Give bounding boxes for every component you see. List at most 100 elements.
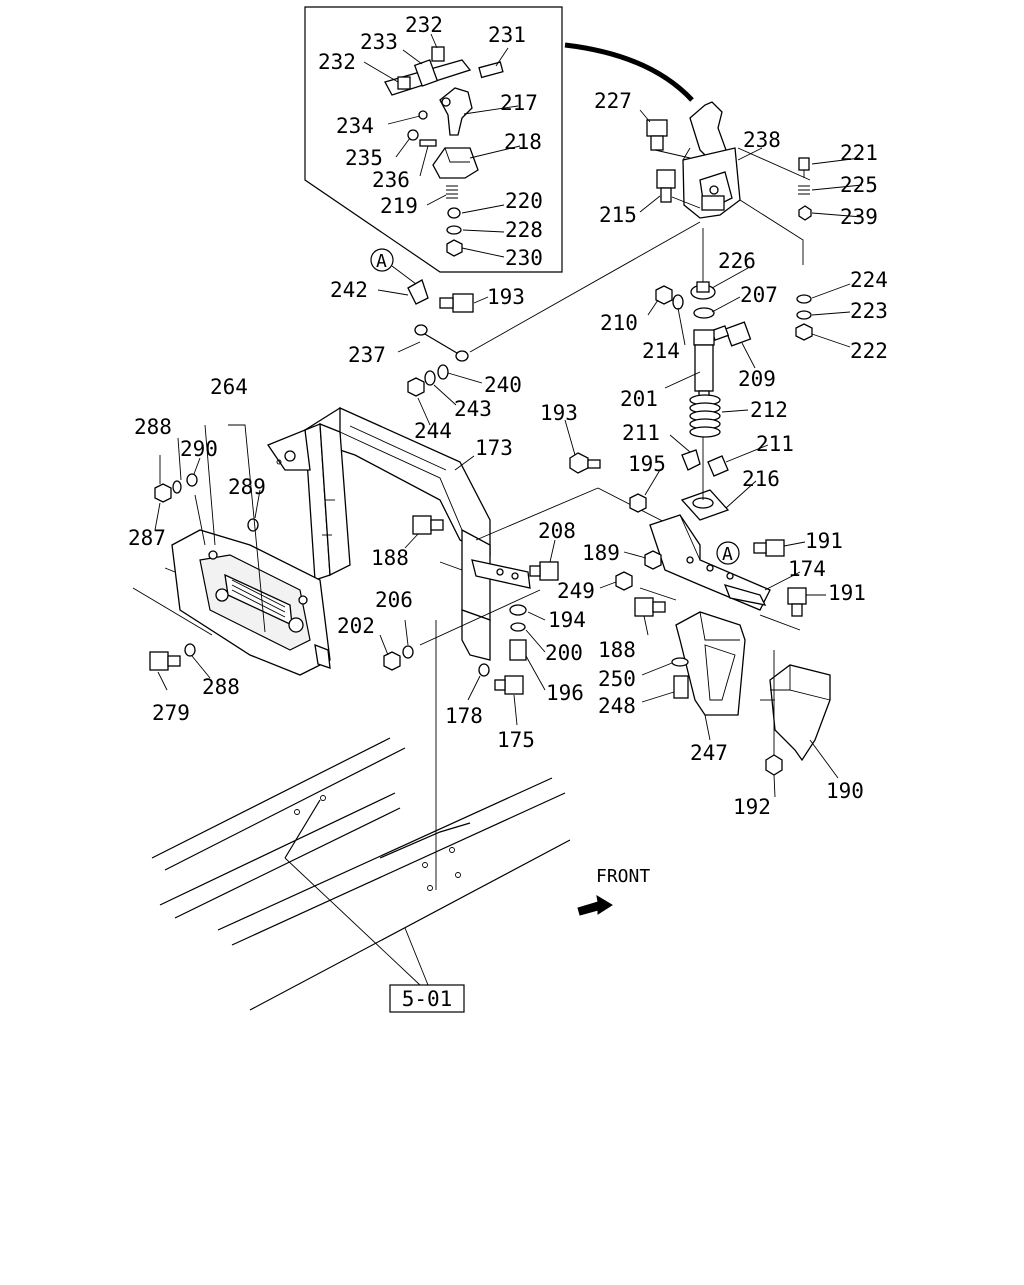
clip-242 — [407, 279, 429, 305]
label-201: 201 — [620, 387, 658, 411]
spring-219 — [446, 185, 458, 199]
label-194: 194 — [548, 608, 586, 632]
part-239 — [798, 205, 812, 221]
bracket-174 — [649, 514, 771, 611]
bushing-232a — [397, 76, 411, 90]
inset-link-arrow — [564, 42, 694, 102]
washer-220 — [447, 207, 461, 219]
label-289: 289 — [228, 475, 266, 499]
spring-225 — [798, 185, 810, 195]
label-209: 209 — [738, 367, 776, 391]
center-parts — [383, 452, 647, 890]
label-228: 228 — [505, 218, 543, 242]
label-242: 242 — [330, 278, 368, 302]
washer-235 — [407, 129, 419, 141]
label-239: 239 — [840, 205, 878, 229]
nut-230 — [446, 239, 463, 257]
label-227: 227 — [594, 89, 632, 113]
label-219: 219 — [380, 194, 418, 218]
label-232a: 232 — [405, 13, 443, 37]
nut-202 — [383, 651, 401, 671]
bolt-191a — [765, 539, 785, 557]
bushing-233 — [413, 59, 439, 87]
lever-217 — [439, 87, 473, 136]
bolt-175 — [504, 675, 524, 695]
plate-264 — [132, 529, 331, 676]
frame-173 — [267, 406, 681, 661]
label-214: 214 — [642, 339, 680, 363]
label-233: 233 — [360, 30, 398, 54]
label-195: 195 — [628, 452, 666, 476]
label-178: 178 — [445, 704, 483, 728]
link-rod-parts — [370, 221, 701, 397]
washer-207 — [693, 307, 715, 319]
inset-detail-box — [304, 6, 694, 273]
rod-237 — [417, 329, 463, 357]
label-290: 290 — [180, 437, 218, 461]
bolt-248 — [673, 675, 689, 699]
label-211b: 211 — [756, 432, 794, 456]
label-207: 207 — [740, 283, 778, 307]
washer-288a — [172, 480, 182, 494]
label-288b: 288 — [202, 675, 240, 699]
lower-bracket-assembly — [615, 514, 831, 776]
label-222: 222 — [850, 339, 888, 363]
label-202: 202 — [337, 614, 375, 638]
label-193b: 193 — [540, 401, 578, 425]
label-243: 243 — [454, 397, 492, 421]
callout-a-bottom — [716, 541, 740, 565]
label-237: 237 — [348, 343, 386, 367]
label-221: 221 — [840, 141, 878, 165]
callout-a-top — [370, 248, 394, 272]
left-small-parts — [149, 424, 266, 691]
washer-178 — [478, 663, 490, 677]
clip-211a — [681, 449, 701, 471]
label-226: 226 — [718, 249, 756, 273]
label-235: 235 — [345, 146, 383, 170]
label-248: 248 — [598, 694, 636, 718]
latch-lever — [689, 101, 727, 163]
bolt-191b — [787, 587, 807, 605]
label-211a: 211 — [622, 421, 660, 445]
bolt-193a — [452, 293, 474, 313]
bolt-188a — [412, 515, 432, 535]
label-210: 210 — [600, 311, 638, 335]
bolt-196 — [509, 639, 527, 661]
inset-parts — [384, 46, 504, 257]
label-250: 250 — [598, 667, 636, 691]
nut-249 — [615, 571, 633, 591]
label-191a: 191 — [805, 529, 843, 553]
bolt-193b — [569, 452, 589, 474]
washer-200 — [510, 622, 526, 632]
reference-box-group: 5-01 — [284, 857, 465, 1013]
part-194 — [509, 604, 527, 616]
bolt-227 — [646, 119, 668, 137]
shock-top — [693, 329, 715, 346]
label-217: 217 — [500, 91, 538, 115]
label-279: 279 — [152, 701, 190, 725]
bolt-215 — [656, 169, 676, 189]
label-206: 206 — [375, 588, 413, 612]
label-224: 224 — [850, 268, 888, 292]
upper-latch-assembly — [646, 101, 813, 521]
label-240: 240 — [484, 373, 522, 397]
label-192: 192 — [733, 795, 771, 819]
front-direction-indicator: FRONT — [577, 866, 650, 916]
label-218: 218 — [504, 130, 542, 154]
washer-214 — [672, 294, 684, 310]
label-193a: 193 — [487, 285, 525, 309]
label-225: 225 — [840, 173, 878, 197]
bracket-190 — [769, 664, 831, 762]
coil-spring-212 — [689, 394, 721, 438]
label-212: 212 — [750, 398, 788, 422]
nut-192 — [765, 754, 783, 776]
bracket-218 — [432, 147, 479, 179]
pin-236 — [419, 139, 437, 147]
label-234: 234 — [336, 114, 374, 138]
front-arrow-icon — [577, 895, 613, 916]
label-190: 190 — [826, 779, 864, 803]
front-label: FRONT — [596, 866, 650, 887]
washer-223 — [796, 310, 812, 320]
label-173: 173 — [475, 436, 513, 460]
